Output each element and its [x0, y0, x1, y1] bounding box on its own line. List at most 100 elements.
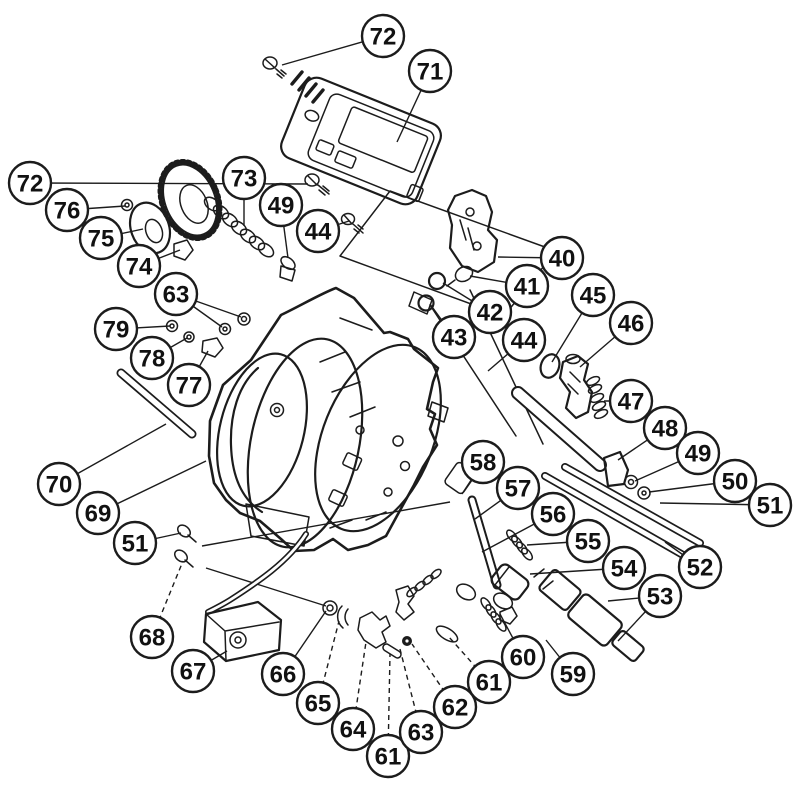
callout-40-34: 40	[539, 235, 585, 281]
callout-59-26: 59	[550, 651, 596, 697]
callout-circle	[116, 243, 162, 289]
frame-pins	[173, 501, 451, 607]
callout-number: 48	[652, 416, 679, 443]
callout-circle	[747, 482, 793, 528]
callout-44-8: 44	[295, 208, 341, 254]
callout-circle	[78, 215, 124, 261]
callout-circle	[365, 733, 411, 779]
callout-56-31: 56	[530, 491, 576, 537]
callout-number: 71	[417, 59, 444, 86]
oval-pin	[435, 625, 459, 643]
callout-45-39: 45	[570, 272, 616, 318]
callout-circle	[44, 187, 90, 233]
callout-number: 43	[441, 325, 468, 352]
coil-spring-small	[406, 568, 442, 598]
callout-number: 59	[560, 662, 587, 689]
callout-48-42: 48	[642, 405, 688, 451]
callout-number: 63	[408, 720, 435, 747]
callout-number: 54	[611, 556, 638, 583]
callout-44-38: 44	[501, 317, 547, 363]
callout-number: 68	[139, 625, 166, 652]
callout-circle	[530, 491, 576, 537]
callout-50-44: 50	[712, 458, 758, 504]
callout-circle	[129, 614, 175, 660]
cam-disc	[128, 201, 172, 255]
callout-71-1: 71	[407, 48, 453, 94]
callout-number: 74	[126, 254, 153, 281]
spring-clip	[336, 605, 349, 629]
callout-69-14: 69	[75, 490, 121, 536]
callout-circle	[570, 272, 616, 318]
callout-number: 49	[268, 193, 295, 220]
leader-line-72	[29, 182, 309, 185]
callout-circle	[608, 300, 654, 346]
callout-63-22: 63	[398, 709, 444, 755]
callout-circle	[330, 706, 376, 752]
callout-circle	[504, 263, 550, 309]
callout-60-25: 60	[500, 634, 546, 680]
mount-screw-left	[304, 173, 330, 196]
callout-circle	[712, 458, 758, 504]
callout-number: 64	[340, 717, 367, 744]
callout-68-16: 68	[129, 614, 175, 660]
callout-number: 56	[540, 502, 567, 529]
callout-51-45: 51	[747, 482, 793, 528]
callout-circle	[467, 289, 513, 335]
callout-circle	[36, 461, 82, 507]
kick-lever-arm	[558, 353, 594, 420]
callout-circle	[221, 155, 267, 201]
callout-53-27: 53	[637, 573, 683, 619]
callout-circle	[495, 465, 541, 511]
callout-circle	[295, 208, 341, 254]
callout-number: 49	[685, 441, 712, 468]
leader-line-64	[352, 641, 367, 730]
callout-number: 67	[180, 659, 207, 686]
callout-circle	[166, 362, 212, 408]
washer-b	[637, 486, 651, 500]
callout-circle	[637, 573, 683, 619]
callout-67-17: 67	[170, 648, 216, 694]
callout-58-33: 58	[460, 439, 506, 485]
spool-shaft-rod	[116, 368, 197, 439]
callout-62-23: 62	[432, 684, 478, 730]
callout-52-28: 52	[677, 544, 723, 590]
callout-number: 46	[618, 311, 645, 338]
callout-circle	[129, 335, 175, 381]
callout-circle	[501, 317, 547, 363]
cable-coil	[290, 70, 325, 104]
callout-72-2: 72	[7, 160, 53, 206]
pawl-cap	[173, 239, 194, 261]
main-housing	[207, 286, 449, 553]
callout-circle	[295, 680, 341, 726]
callout-circle	[407, 48, 453, 94]
callout-51-15: 51	[112, 520, 158, 566]
callout-number: 77	[176, 373, 203, 400]
spacer-oval	[539, 353, 561, 379]
callout-number: 40	[549, 246, 576, 273]
callout-number: 44	[511, 328, 538, 355]
drive-gear	[157, 158, 223, 242]
callout-number: 53	[647, 584, 674, 611]
callout-47-41: 47	[608, 378, 654, 424]
callout-number: 70	[46, 472, 73, 499]
callout-circle	[260, 651, 306, 697]
callout-61-24: 61	[466, 659, 512, 705]
callout-number: 75	[88, 226, 115, 253]
callout-66-18: 66	[260, 651, 306, 697]
callout-number: 72	[370, 24, 397, 51]
return-spring	[585, 375, 609, 420]
callout-61-21: 61	[365, 733, 411, 779]
callout-73-6: 73	[221, 155, 267, 201]
callout-circle	[93, 306, 139, 352]
worm-shaft	[203, 196, 275, 258]
clutch-plunger	[533, 568, 645, 663]
callout-41-35: 41	[504, 263, 550, 309]
yoke-spring-upper	[505, 529, 534, 561]
callout-57-32: 57	[495, 465, 541, 511]
callout-54-29: 54	[601, 545, 647, 591]
callout-number: 65	[305, 691, 332, 718]
pipe-shaft	[511, 386, 607, 472]
callout-number: 55	[575, 529, 602, 556]
